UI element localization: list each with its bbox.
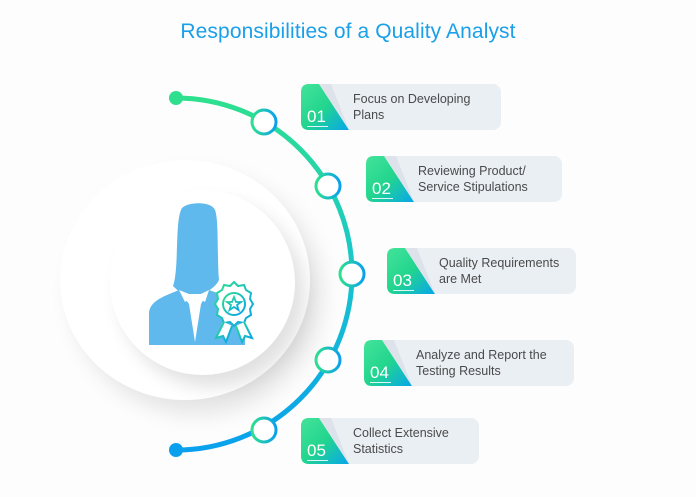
award-ribbon-icon bbox=[213, 280, 255, 344]
step-number: 02 bbox=[372, 179, 393, 199]
step-node-1 bbox=[250, 108, 278, 136]
step-node-2 bbox=[314, 172, 342, 200]
arc-start-dot bbox=[169, 91, 183, 105]
step-node-4 bbox=[314, 346, 342, 374]
arc-end-dot bbox=[169, 443, 183, 457]
step-card-3: 03 Quality Requirements are Met bbox=[387, 248, 576, 294]
step-number: 04 bbox=[370, 363, 391, 383]
step-badge bbox=[366, 156, 414, 202]
step-card-1: 01 Focus on Developing Plans bbox=[301, 84, 501, 130]
step-card-2: 02 Reviewing Product/ Service Stipulatio… bbox=[366, 156, 562, 202]
step-number: 01 bbox=[307, 107, 328, 127]
step-card-4: 04 Analyze and Report the Testing Result… bbox=[364, 340, 574, 386]
step-badge bbox=[364, 340, 412, 386]
step-text: Focus on Developing Plans bbox=[353, 92, 471, 122]
step-badge bbox=[301, 84, 349, 130]
step-badge bbox=[387, 248, 435, 294]
step-text: Quality Requirements are Met bbox=[439, 256, 560, 286]
step-node-3 bbox=[338, 260, 366, 288]
step-text: Reviewing Product/ Service Stipulations bbox=[418, 164, 528, 194]
arc-path bbox=[175, 95, 355, 453]
page-title: Responsibilities of a Quality Analyst bbox=[180, 20, 516, 43]
step-text: Collect Extensive Statistics bbox=[353, 426, 449, 456]
step-card-5: 05 Collect Extensive Statistics bbox=[301, 418, 479, 464]
step-text: Analyze and Report the Testing Results bbox=[416, 348, 547, 378]
step-number: 05 bbox=[307, 441, 328, 461]
step-node-5 bbox=[250, 416, 278, 444]
step-number: 03 bbox=[393, 271, 414, 291]
step-badge bbox=[301, 418, 349, 464]
